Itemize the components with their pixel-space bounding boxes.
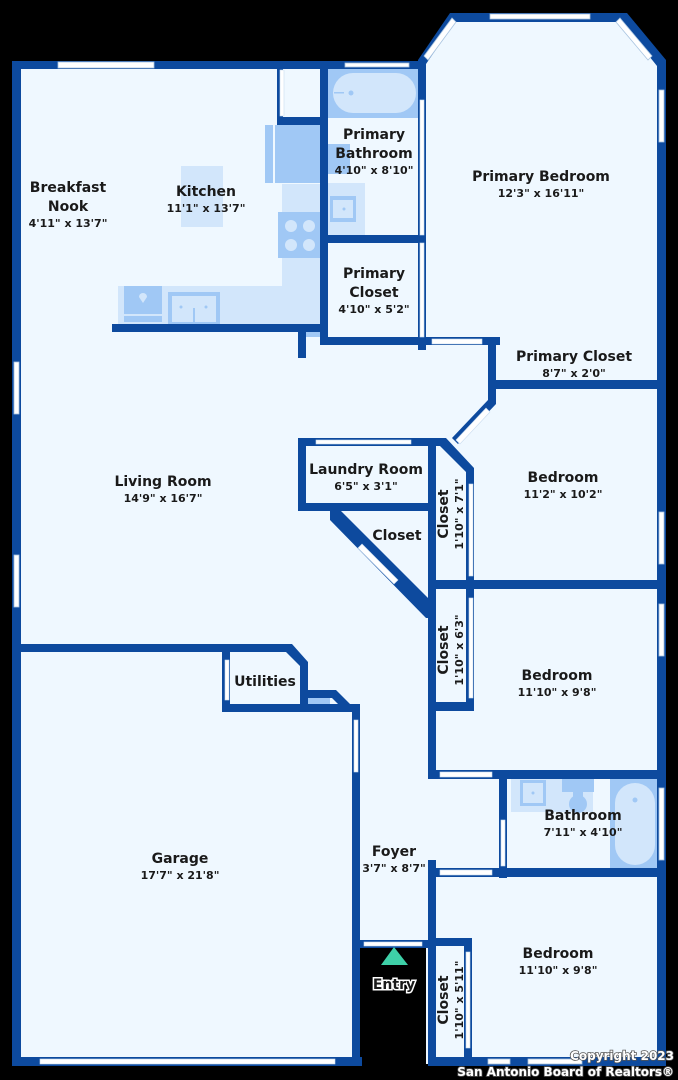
stove-icon xyxy=(278,212,322,258)
svg-text:Laundry Room: Laundry Room xyxy=(309,462,423,478)
bathroom-fixtures xyxy=(511,778,658,868)
kitchen-fixtures xyxy=(118,125,322,326)
svg-text:4'10" x 8'10": 4'10" x 8'10" xyxy=(335,164,414,177)
copyright-line-1: Copyright 2023 xyxy=(570,1049,674,1063)
svg-text:11'1" x 13'7": 11'1" x 13'7" xyxy=(167,202,246,215)
svg-text:11'10" x 9'8": 11'10" x 9'8" xyxy=(518,686,597,699)
svg-text:Closet: Closet xyxy=(349,285,399,301)
bathtub-icon xyxy=(333,73,416,113)
window xyxy=(489,13,591,20)
svg-text:17'7" x 21'8": 17'7" x 21'8" xyxy=(141,869,220,882)
openings xyxy=(39,69,506,1065)
room-label-primary-closet-2: Primary Closet 8'7" x 2'0" xyxy=(516,349,632,380)
window xyxy=(13,554,20,608)
bath-sink-icon-2 xyxy=(520,780,546,806)
svg-text:11'2" x 10'2": 11'2" x 10'2" xyxy=(524,488,603,501)
bathtub-icon-2 xyxy=(615,783,655,865)
svg-text:4'10" x 5'2": 4'10" x 5'2" xyxy=(338,303,409,316)
svg-text:1'10" x 7'1": 1'10" x 7'1" xyxy=(453,478,466,549)
svg-text:Breakfast: Breakfast xyxy=(30,180,107,196)
room-label-living-room: Living Room 14'9" x 16'7" xyxy=(114,474,211,505)
room-label-bedroom-1: Bedroom 11'2" x 10'2" xyxy=(524,470,603,501)
room-label-primary-bedroom: Primary Bedroom 12'3" x 16'11" xyxy=(472,169,610,200)
svg-text:Utilities: Utilities xyxy=(234,674,296,690)
room-label-breakfast-nook: Breakfast Nook 4'11" x 13'7" xyxy=(29,180,108,230)
svg-text:Closet: Closet xyxy=(436,625,452,675)
window xyxy=(344,62,410,68)
svg-text:Primary: Primary xyxy=(343,127,405,143)
room-label-laundry-room: Laundry Room 6'5" x 3'1" xyxy=(309,462,423,493)
svg-text:11'10" x 9'8": 11'10" x 9'8" xyxy=(519,964,598,977)
window xyxy=(615,17,653,61)
toilet-icon xyxy=(328,144,350,174)
room-label-primary-closet: Primary Closet 4'10" x 5'2" xyxy=(338,266,409,316)
window xyxy=(658,787,665,861)
svg-text:Foyer: Foyer xyxy=(372,844,416,860)
window xyxy=(57,61,155,69)
svg-text:Closet: Closet xyxy=(436,489,452,539)
svg-text:Nook: Nook xyxy=(48,199,89,215)
room-label-closet-bed3: Closet 1'10" x 5'11" xyxy=(436,961,466,1040)
svg-text:Closet: Closet xyxy=(372,528,422,544)
room-label-closet-bed2: Closet 1'10" x 6'3" xyxy=(436,614,466,685)
svg-text:Garage: Garage xyxy=(152,851,209,867)
room-label-bathroom: Bathroom 7'11" x 4'10" xyxy=(544,808,623,839)
entry-label: Entry xyxy=(373,977,415,993)
svg-text:7'11" x 4'10": 7'11" x 4'10" xyxy=(544,826,623,839)
svg-text:14'9" x 16'7": 14'9" x 16'7" xyxy=(124,492,203,505)
room-label-bedroom-3: Bedroom 11'10" x 9'8" xyxy=(519,946,598,977)
svg-text:8'7" x 2'0": 8'7" x 2'0" xyxy=(542,367,606,380)
bath-sink-icon xyxy=(328,183,365,235)
room-label-bedroom-2: Bedroom 11'10" x 9'8" xyxy=(518,668,597,699)
svg-text:Primary: Primary xyxy=(343,266,405,282)
svg-text:Primary Closet: Primary Closet xyxy=(516,349,632,365)
entry-arrow-icon xyxy=(381,947,408,965)
svg-text:12'3" x 16'11": 12'3" x 16'11" xyxy=(498,187,585,200)
window xyxy=(658,89,665,143)
svg-text:Primary Bedroom: Primary Bedroom xyxy=(472,169,610,185)
room-label-closet-laundry: Closet xyxy=(372,528,422,544)
svg-text:Kitchen: Kitchen xyxy=(176,184,236,200)
window xyxy=(423,17,457,61)
primary-bath-fixtures xyxy=(328,68,420,235)
svg-text:1'10" x 5'11": 1'10" x 5'11" xyxy=(453,961,466,1040)
window xyxy=(658,511,665,565)
toilet-icon-2 xyxy=(562,778,594,813)
svg-text:Bedroom: Bedroom xyxy=(522,668,593,684)
windows xyxy=(13,13,665,1065)
window xyxy=(13,361,20,415)
svg-text:6'5" x 3'1": 6'5" x 3'1" xyxy=(334,480,398,493)
window xyxy=(658,603,665,657)
vent-hatch xyxy=(306,332,330,704)
room-label-kitchen: Kitchen 11'1" x 13'7" xyxy=(167,184,246,215)
room-label-garage: Garage 17'7" x 21'8" xyxy=(141,851,220,882)
kitchen-sink-icon xyxy=(168,292,220,324)
svg-text:3'7" x 8'7": 3'7" x 8'7" xyxy=(362,862,426,875)
dishwasher-icon xyxy=(124,286,162,322)
refrigerator xyxy=(275,125,322,183)
svg-text:Closet: Closet xyxy=(436,975,452,1025)
entry-recess xyxy=(360,945,426,1080)
copyright-line-2: San Antonio Board of Realtors® xyxy=(457,1065,674,1079)
svg-text:1'10" x 6'3": 1'10" x 6'3" xyxy=(453,614,466,685)
svg-text:4'11" x 13'7": 4'11" x 13'7" xyxy=(29,217,108,230)
room-label-closet-bed1: Closet 1'10" x 7'1" xyxy=(436,478,466,549)
svg-text:Bedroom: Bedroom xyxy=(523,946,594,962)
room-label-utilities: Utilities xyxy=(234,674,296,690)
room-label-primary-bathroom: Primary Bathroom 4'10" x 8'10" xyxy=(335,127,414,177)
svg-text:Bathroom: Bathroom xyxy=(544,808,622,824)
svg-text:Living Room: Living Room xyxy=(114,474,211,490)
svg-text:Bedroom: Bedroom xyxy=(528,470,599,486)
kitchen-island xyxy=(181,166,223,227)
window xyxy=(527,1058,583,1065)
room-label-foyer: Foyer 3'7" x 8'7" xyxy=(362,844,426,875)
window xyxy=(487,1058,511,1065)
svg-text:Bathroom: Bathroom xyxy=(335,146,413,162)
